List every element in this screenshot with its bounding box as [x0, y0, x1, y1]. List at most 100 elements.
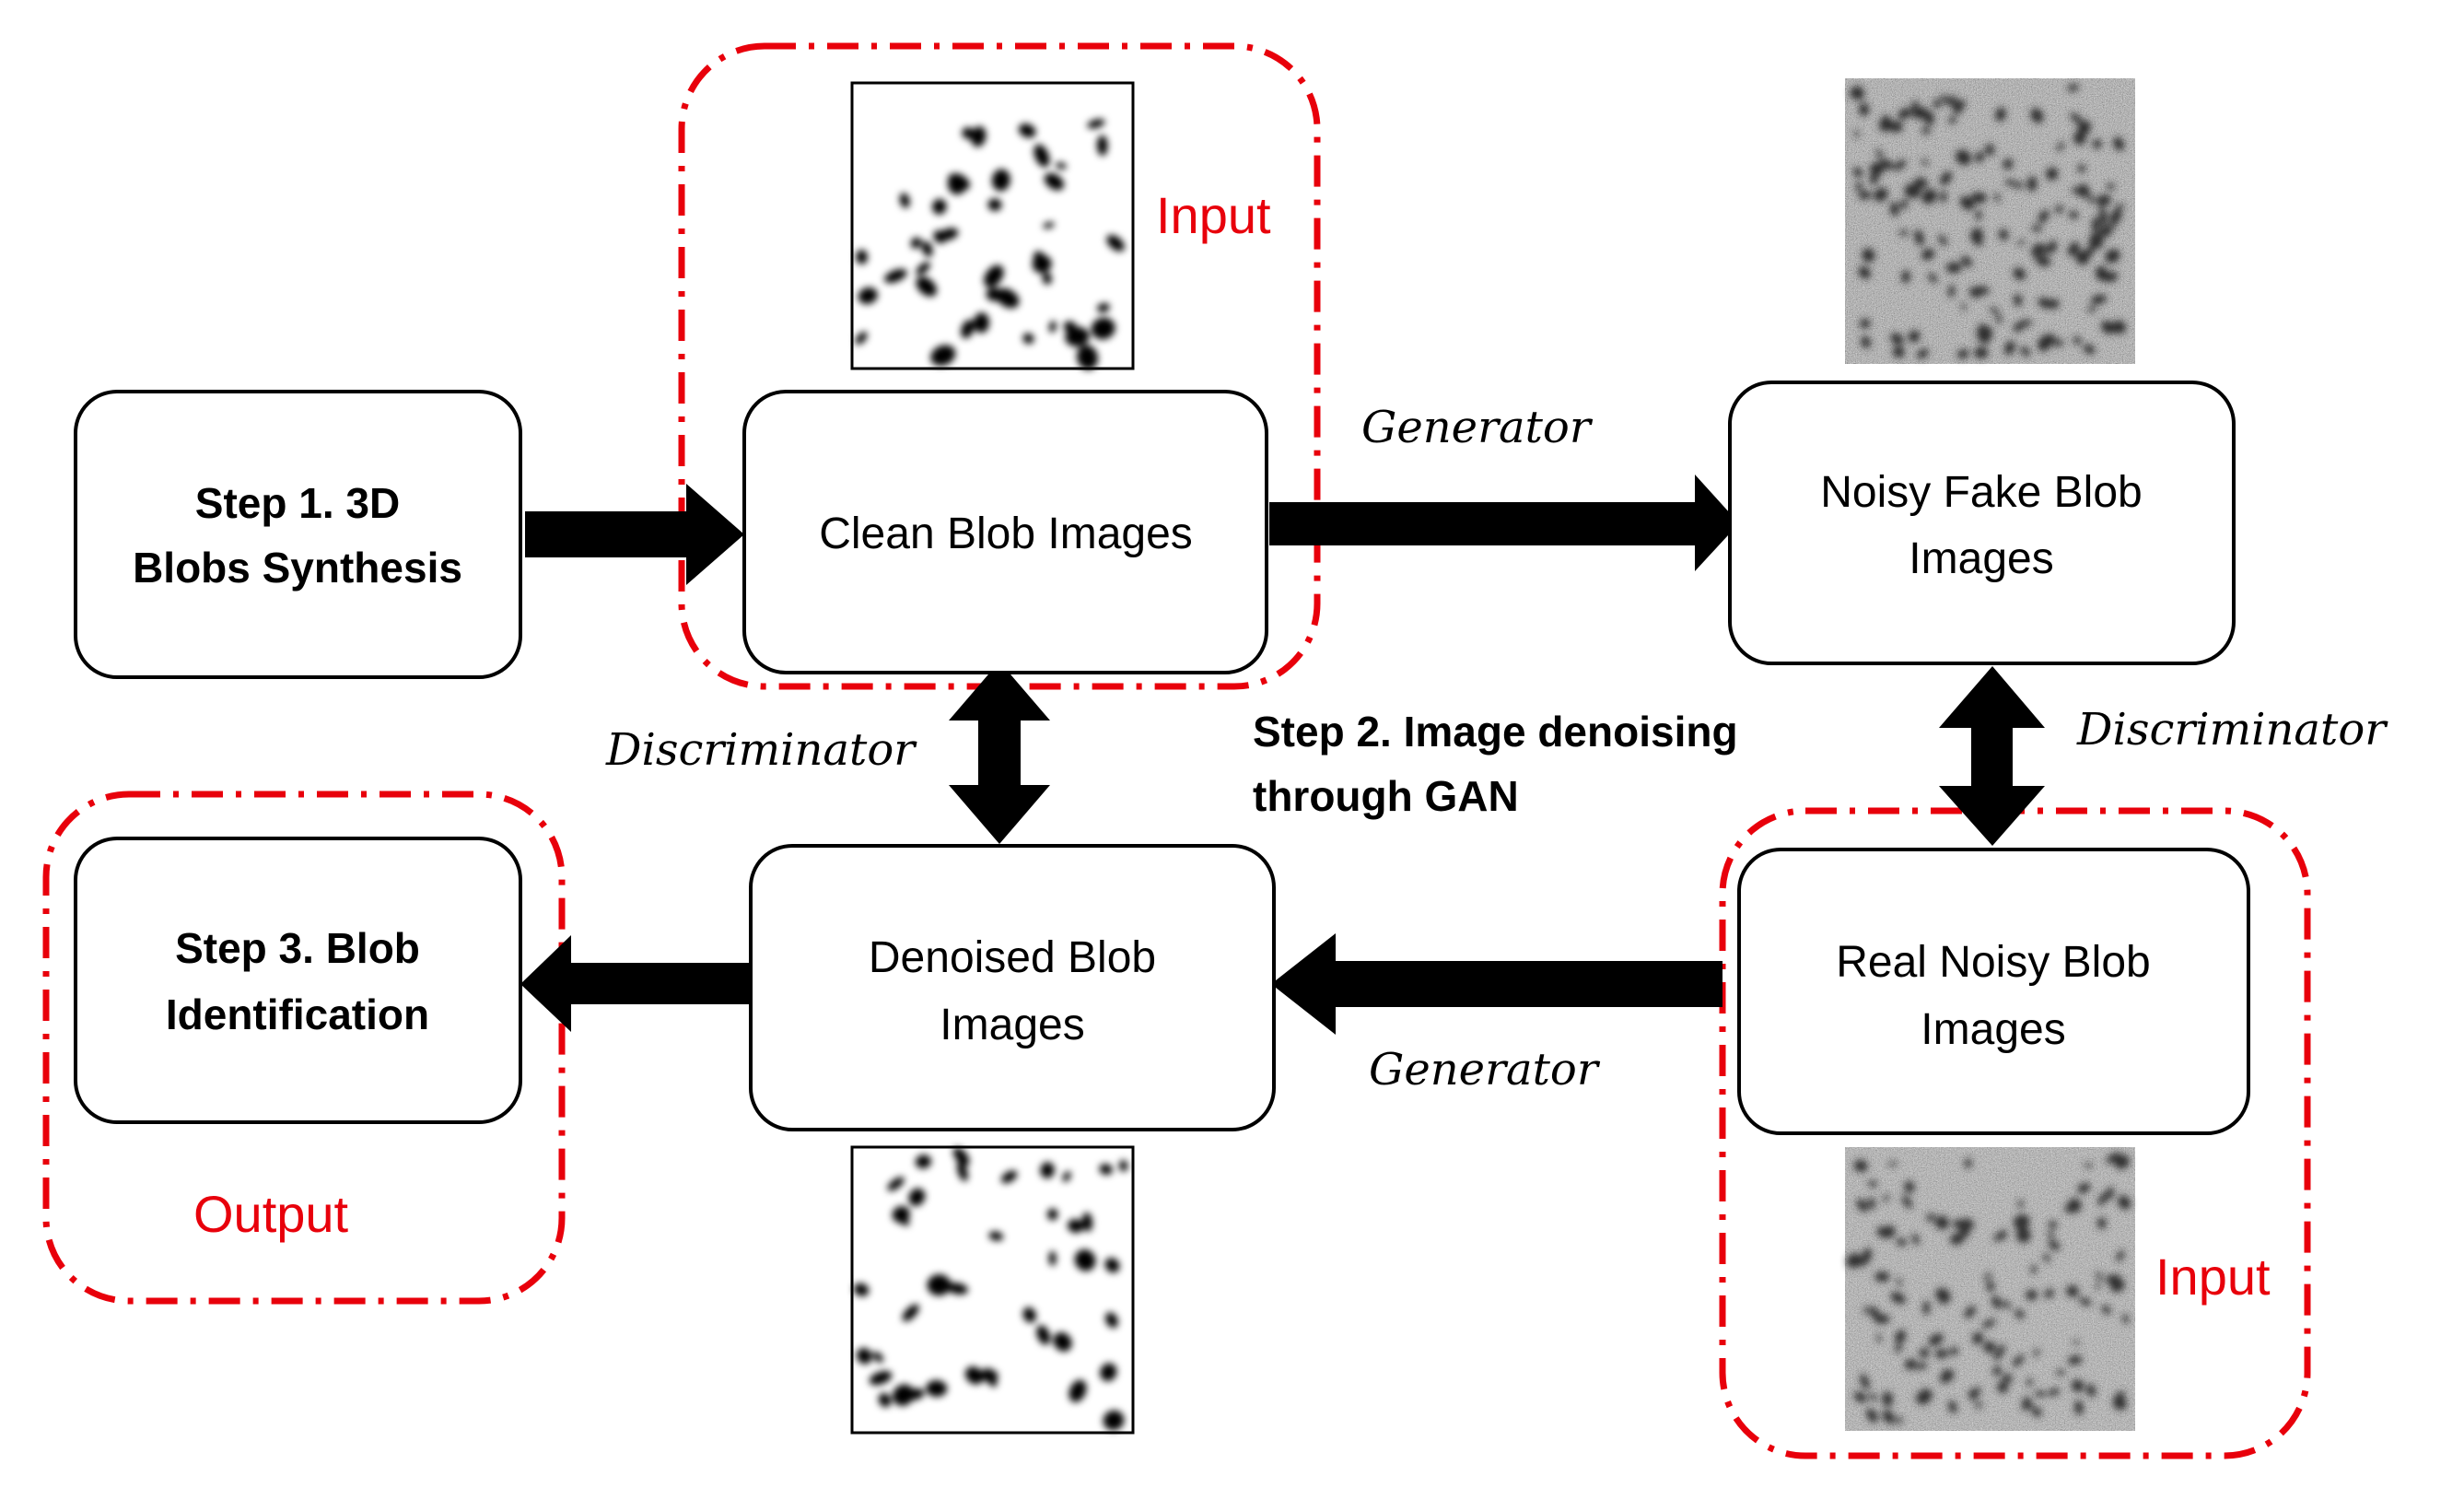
- blob-dot: [2048, 1240, 2061, 1251]
- blob-dot: [1959, 195, 1975, 211]
- blob-dot: [2112, 1395, 2127, 1411]
- blob-dot: [2034, 1390, 2047, 1397]
- blob-dot: [1858, 266, 1871, 279]
- blob-dot: [988, 1231, 1004, 1241]
- blob-dot: [1067, 1219, 1084, 1234]
- label-discriminator-left: Discriminator: [605, 724, 917, 776]
- blob-dot: [1894, 159, 1907, 170]
- blob-dot: [1992, 1365, 2002, 1377]
- blob-dot: [1032, 255, 1052, 274]
- blob-dot: [1972, 1332, 1984, 1344]
- blob-dot: [1916, 1362, 1928, 1370]
- blob-dot: [2083, 344, 2096, 355]
- blob-dot: [1036, 1325, 1051, 1345]
- blob-dot: [1062, 1171, 1071, 1182]
- blob-dot: [1897, 1416, 1903, 1424]
- blob-dot: [1938, 235, 1947, 246]
- blob-dot: [1874, 187, 1888, 202]
- blob-dot: [1022, 333, 1034, 345]
- blob-dot: [1991, 1295, 2002, 1309]
- blob-dot: [2109, 209, 2122, 224]
- output-group: [42, 791, 566, 1305]
- blob-dot: [1948, 285, 1956, 298]
- node-step3-blob-identification: Step 3. Blob Identification: [74, 837, 522, 1124]
- blob-dot: [2090, 294, 2107, 305]
- blob-dot: [1851, 86, 1864, 100]
- blob-dot: [1022, 1306, 1036, 1323]
- blob-dot: [1876, 1333, 1882, 1343]
- blob-dot: [1866, 1408, 1878, 1424]
- blob-dot: [1986, 1281, 1995, 1292]
- blob-dot: [2064, 1202, 2079, 1213]
- blob-dot: [2086, 1384, 2096, 1398]
- blob-dot: [2091, 217, 2100, 233]
- blob-dot: [2118, 1195, 2131, 1210]
- node-step1-blobs-synthesis: Step 1. 3D Blobs Synthesis: [74, 390, 522, 679]
- blob-dot: [1862, 248, 1875, 263]
- blob-dot: [1869, 1306, 1880, 1319]
- blob-dot: [1998, 1229, 2007, 1240]
- blob-dot: [916, 276, 937, 297]
- blob-dot: [1105, 1312, 1118, 1329]
- blob-dot: [1106, 234, 1125, 252]
- blob-dot: [1904, 1358, 1917, 1370]
- blob-dot: [1091, 317, 1115, 340]
- blob-dot: [1069, 1379, 1087, 1402]
- blob-dot: [1856, 1260, 1866, 1267]
- blob-dot: [1904, 183, 1921, 199]
- blob-dot: [986, 287, 1003, 301]
- node-step3-line2: Identification: [166, 990, 429, 1038]
- blob-dot: [1103, 1410, 1125, 1431]
- blob-dot: [1898, 108, 1912, 120]
- node-real-noisy-blob-images: Real Noisy Blob Images: [1737, 848, 2250, 1135]
- blob-dot: [1858, 191, 1872, 200]
- node-real-noisy-line2: Images: [1921, 1005, 2065, 1054]
- blob-dot: [930, 345, 956, 367]
- arrow-real-to-denoised: [1271, 933, 1722, 1035]
- blob-dot: [2067, 241, 2080, 256]
- blob-dot: [1922, 1300, 1931, 1316]
- blob-dot: [2067, 1355, 2083, 1365]
- blob-dot: [2082, 121, 2091, 129]
- blob-dot: [2096, 1271, 2102, 1281]
- blob-dot: [1957, 349, 1969, 359]
- blob-dot: [1983, 1341, 1996, 1353]
- blob-dot: [2069, 210, 2079, 219]
- blob-dot: [2020, 346, 2030, 357]
- blob-dot: [991, 169, 1010, 192]
- blob-dot: [984, 1367, 998, 1388]
- blob-dot: [2017, 239, 2026, 246]
- blob-dot: [899, 193, 910, 208]
- blob-dot: [2097, 1193, 2107, 1206]
- blob-dot: [1048, 321, 1057, 334]
- blob-dot: [2077, 183, 2090, 198]
- blob-dot: [1861, 335, 1871, 348]
- blob-dot: [926, 1379, 948, 1398]
- blob-dot: [1869, 174, 1879, 185]
- blob-dot: [1928, 1333, 1944, 1346]
- label-input-top: Input: [1156, 186, 1271, 244]
- blob-dot: [1919, 1348, 1930, 1358]
- blob-dot: [2030, 108, 2044, 123]
- blob-dot: [902, 1304, 919, 1322]
- arrow-clean-denoised-discriminator: [949, 662, 1050, 844]
- blob-dot: [947, 1283, 968, 1295]
- blob-dot: [1995, 315, 2003, 323]
- blob-dot: [2048, 1388, 2061, 1397]
- blob-dot: [921, 240, 933, 257]
- blob-dot: [2015, 1227, 2031, 1243]
- blob-dot: [1964, 1158, 1972, 1168]
- blob-dot: [1904, 1180, 1915, 1193]
- blob-dot: [856, 250, 868, 264]
- blob-dot: [1948, 115, 1956, 124]
- blob-dot: [1853, 1391, 1867, 1403]
- blob-dot: [1995, 107, 2006, 122]
- node-noisy-fake-blob-images: Noisy Fake Blob Images: [1728, 381, 2236, 665]
- node-step1-line1: Step 1. 3D: [195, 479, 400, 527]
- blob-dot: [1118, 1160, 1128, 1172]
- blob-dot: [2014, 1309, 2025, 1319]
- blob-dot: [1901, 270, 1910, 284]
- blob-dot: [1998, 228, 2009, 240]
- blob-dot: [1897, 1278, 1902, 1286]
- blob-dot: [908, 1188, 926, 1206]
